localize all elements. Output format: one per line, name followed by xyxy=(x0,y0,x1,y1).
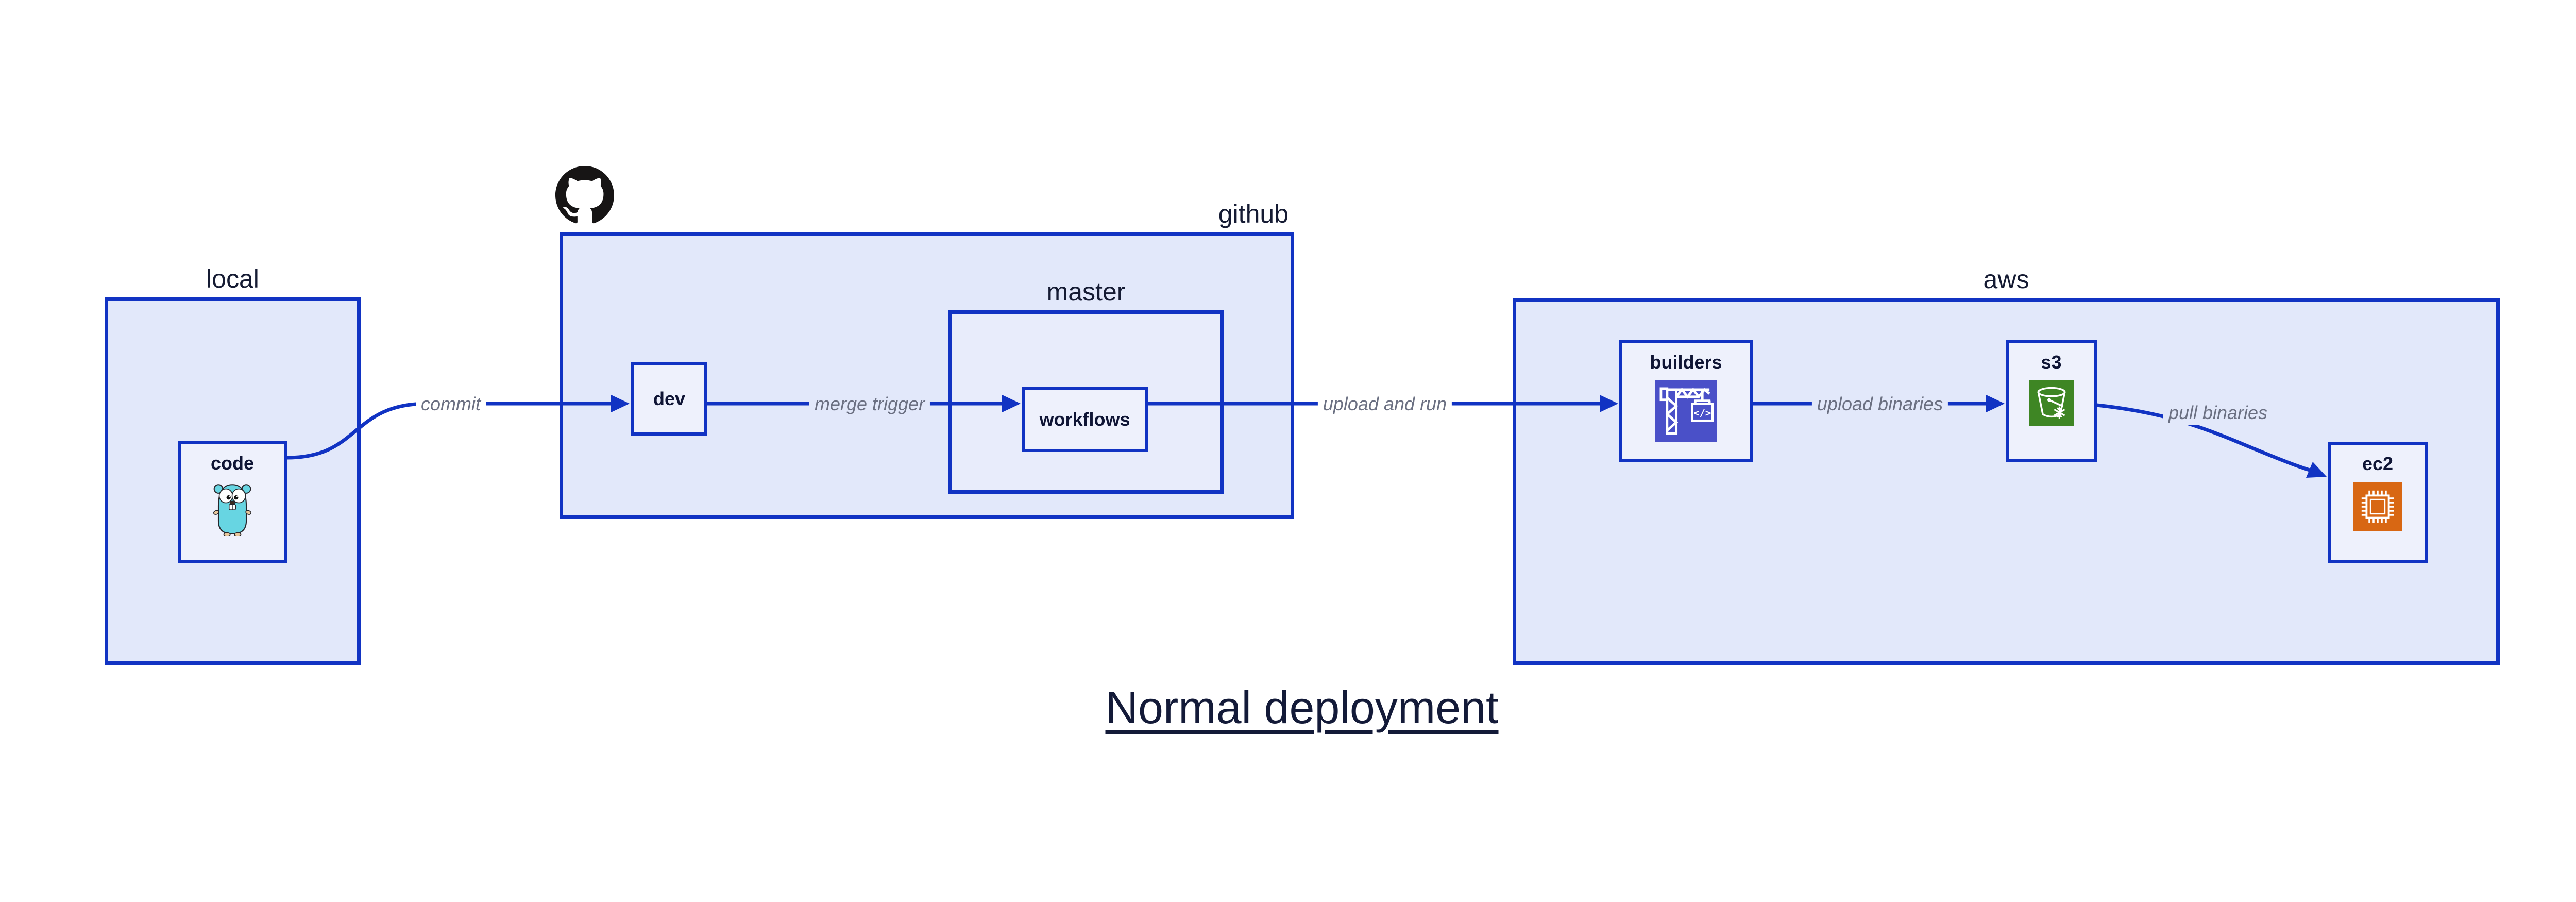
svg-text:</>: </> xyxy=(1693,408,1711,419)
ec2-node-label: ec2 xyxy=(2362,453,2394,474)
builders-node-label: builders xyxy=(1650,352,1722,373)
s3-glacier-bucket-icon xyxy=(2028,380,2074,426)
builders-node: builders </> xyxy=(1619,340,1753,462)
s3-node-label: s3 xyxy=(2041,352,2062,373)
local-container-label: local xyxy=(206,264,259,293)
codebuild-crane-icon: </> xyxy=(1655,380,1717,442)
edge-label-commit: commit xyxy=(416,392,486,416)
go-gopher-icon xyxy=(213,484,251,536)
ec2-chip-icon xyxy=(2353,482,2402,531)
workflows-node: workflows xyxy=(1022,387,1148,452)
github-octocat-icon xyxy=(555,166,614,224)
diagram-title: Normal deployment xyxy=(1105,682,1499,733)
edge-label-merge-trigger: merge trigger xyxy=(809,392,930,416)
dev-node-label: dev xyxy=(653,388,686,409)
code-node: code xyxy=(178,441,287,563)
s3-node: s3 xyxy=(2006,340,2097,462)
workflows-node-label: workflows xyxy=(1039,409,1130,430)
github-container-label: github xyxy=(1218,199,1289,228)
master-container-label: master xyxy=(1046,277,1126,306)
edge-label-upload-binaries: upload binaries xyxy=(1811,392,1948,416)
aws-container-label: aws xyxy=(1983,265,2029,294)
code-node-label: code xyxy=(210,453,255,474)
edge-label-pull-binaries: pull binaries xyxy=(2163,401,2273,425)
ec2-node: ec2 xyxy=(2328,442,2428,563)
edge-label-upload-and-run: upload and run xyxy=(1317,392,1452,416)
dev-node: dev xyxy=(631,362,707,436)
